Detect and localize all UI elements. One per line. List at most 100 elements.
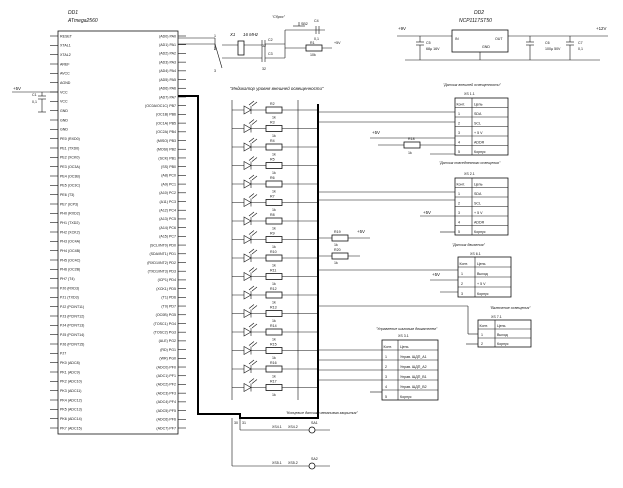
mcu-body <box>57 30 179 435</box>
mcu-pin-label: (AD0) PA0 <box>159 34 176 38</box>
sensor-inside-title: "Датчик повседневного освещения" <box>439 161 501 165</box>
resistor-value: 1k <box>272 153 276 157</box>
table-cell: Корпус <box>400 395 412 399</box>
table-cell: 4 <box>458 221 460 225</box>
c1-ref: C1 <box>32 93 37 97</box>
table-cell: 3 <box>458 131 460 135</box>
crystal-value: 16 MHz <box>243 32 259 37</box>
mcu-pin-label: PJ1 (TXD3) <box>60 296 79 300</box>
c5-value: 68µ 16V <box>426 47 440 51</box>
c3-value: 32 <box>262 67 266 71</box>
resistor-ref: R16 <box>270 361 277 365</box>
resistor-ref: R17 <box>270 380 277 384</box>
table-cell: + 5 V <box>474 211 483 215</box>
c2-ref: C2 <box>268 38 273 42</box>
resistor-value: 1k <box>272 116 276 120</box>
table-cell: + 5 V <box>477 282 486 286</box>
table-header: Цепь <box>474 183 483 187</box>
table-cell: 2 <box>458 202 460 206</box>
table-cell: 2 <box>458 122 460 126</box>
c7-value: 0,1 <box>578 47 583 51</box>
pin-num: 2 <box>214 47 216 51</box>
motion-supply: +5V <box>432 272 440 277</box>
c5-ref: C5 <box>426 41 431 45</box>
mcu-pin-label: (AD4) PA4 <box>159 69 176 73</box>
mcu-pin-label: PJ7 <box>60 352 66 356</box>
pin-num: 1 <box>214 34 216 38</box>
r20-value: 1k <box>334 261 338 265</box>
sensor-outside-supply: +5V <box>372 130 380 135</box>
sensor-inside-ref: XS 2.1 <box>464 172 475 176</box>
pullup-resistors: R19 1k +5V R20 1k <box>318 229 370 265</box>
mcu-pin-label: (A8) PC0 <box>161 174 176 178</box>
resistor-ref: R2 <box>270 102 275 106</box>
r1-symbol <box>305 44 323 52</box>
resistor-symbol <box>265 310 283 317</box>
table-header: Цепь <box>477 262 486 266</box>
mcu-pin-label: (RXD1/INT2) PD2 <box>147 261 176 265</box>
motor-title: "Управление шаговым двигателем" <box>376 327 438 331</box>
resistor-ref: R4 <box>270 139 275 143</box>
xs4-1: XS4.1 <box>272 425 282 429</box>
crystal-ref: X1 <box>229 32 236 37</box>
table-cell: Управ. ШДП_В2 <box>400 385 427 389</box>
mcu-pin-label: AGND <box>60 81 71 85</box>
table-header: Конт. <box>457 103 465 107</box>
mcu-pin-label: (A14) PC6 <box>159 226 176 230</box>
mcu-pin-label: PK1 (ADC9) <box>60 370 80 374</box>
mcu-pin-label: GND <box>60 128 68 132</box>
led-diode <box>243 327 252 337</box>
regulator-part: NCP1117ST50 <box>459 18 492 24</box>
c7-ref: C7 <box>578 41 583 45</box>
led-diode <box>243 179 252 189</box>
mcu-pin-label: PH5 (OC4C) <box>60 258 80 262</box>
table-cell: 2 <box>385 365 387 369</box>
mcu-pin-label: PE2 (XCK0) <box>60 156 80 160</box>
mcu-pin-label: GND <box>60 118 68 122</box>
sa2-symbol <box>308 462 316 470</box>
mcu-pin-label: (A11) PC3 <box>159 200 176 204</box>
resistor-symbol <box>265 328 283 336</box>
resistor-ref: R15 <box>270 343 277 347</box>
r19-ref: R19 <box>334 230 341 234</box>
table-cell: Управ. ШДП_А2 <box>400 365 427 369</box>
lamp-title: "Включение освещения" <box>490 306 531 310</box>
r1-ref: R1 <box>310 41 315 45</box>
c6-value: 100µ 50V <box>545 47 561 51</box>
mcu-pin-label: (ALE) PG2 <box>159 339 176 343</box>
motor-ref: XS 3.1 <box>398 334 409 338</box>
table-header: Конт. <box>384 345 392 349</box>
pin-num: 31 <box>242 421 246 425</box>
resistor-ref: R14 <box>270 324 277 328</box>
resistor-symbol <box>265 254 283 262</box>
mcu-pin-label: (ICP1) PD4 <box>158 278 176 282</box>
table-cell: ADDR <box>474 221 485 225</box>
mcu-pin-label: (AD3) PA3 <box>159 60 176 64</box>
resistor-value: 1k <box>272 264 276 268</box>
resistor-ref: R9 <box>270 232 275 236</box>
resistor-value: 1k <box>272 208 276 212</box>
table-header: Конт. <box>457 183 465 187</box>
regulator-gnd-pin: GND <box>482 45 490 49</box>
mcu-pin-label: (XCK1) PD5 <box>156 287 176 291</box>
c1-value: 0,1 <box>32 100 37 104</box>
mcu-pin-label: (A10) PC2 <box>159 191 176 195</box>
c6-ref: C6 <box>545 41 550 45</box>
sensor-outside-title: "Датчик внешней освещенности" <box>443 83 502 87</box>
resistor-value: 1k <box>272 190 276 194</box>
led-diode <box>243 234 252 245</box>
regulator-out-pin: OUT <box>495 37 503 41</box>
mcu-pin-label: (A13) PC5 <box>159 217 176 221</box>
mcu-pin-label: (T1) PD6 <box>161 296 176 300</box>
table-cell: Корпус <box>474 150 486 154</box>
led-diode <box>243 197 252 208</box>
mcu-pin-label: PK2 (ADC10) <box>60 380 82 384</box>
mcu-pin-label: (AD5) PA5 <box>159 78 176 82</box>
xs4-2: XS4.2 <box>288 425 298 429</box>
c4-value: 0,1 <box>314 37 319 41</box>
mcu-pin-label: (ADC0) PF0 <box>156 365 176 369</box>
